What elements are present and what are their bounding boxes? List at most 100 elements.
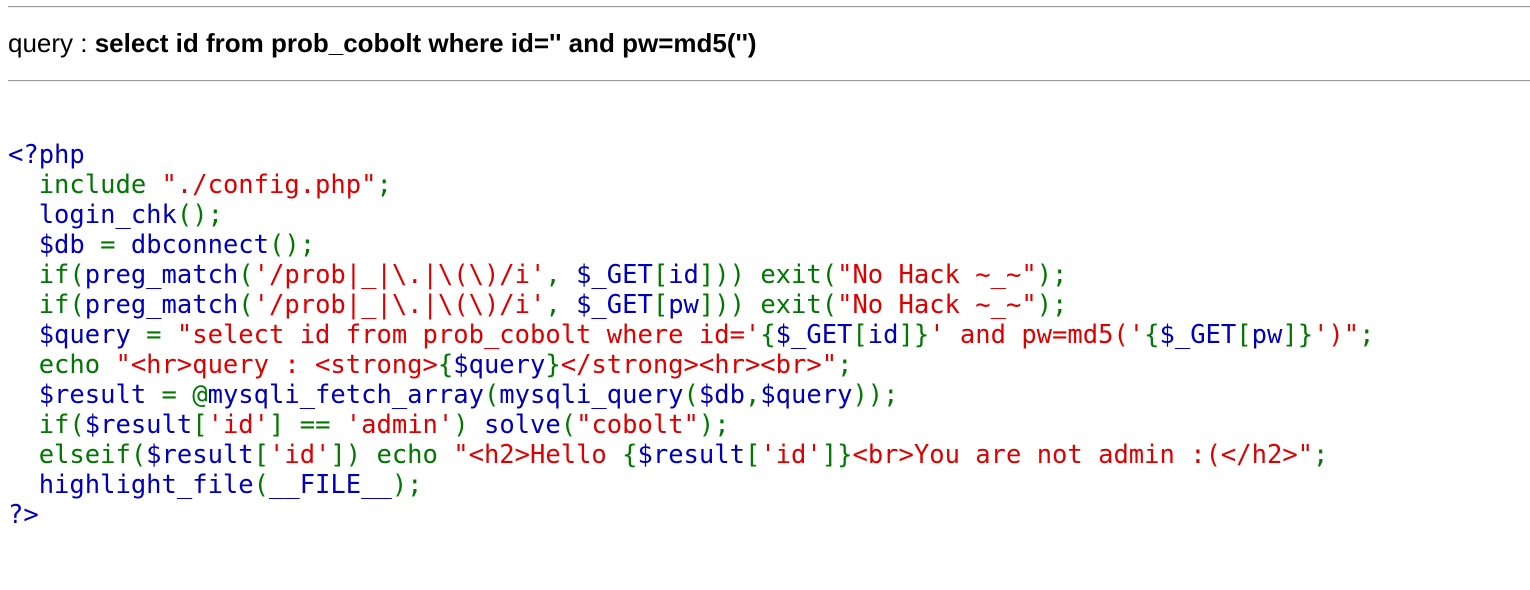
code-token: include bbox=[8, 170, 162, 200]
code-token: { bbox=[1144, 320, 1160, 350]
code-token: ])) exit( bbox=[698, 260, 838, 290]
code-token: <?php bbox=[8, 140, 85, 170]
code-token: id bbox=[867, 320, 899, 350]
code-token: [ bbox=[192, 410, 208, 440]
code-token: ]} bbox=[898, 320, 930, 350]
code-line: if(preg_match('/prob|_|\.|\(\)/i', $_GET… bbox=[8, 260, 1374, 290]
code-token: )); bbox=[852, 380, 899, 410]
code-token: (); bbox=[269, 230, 316, 260]
code-line: ?> bbox=[8, 500, 1374, 530]
code-token: login_chk bbox=[8, 200, 177, 230]
code-token: , bbox=[545, 290, 577, 320]
code-token: 'admin' bbox=[345, 410, 454, 440]
code-token: = bbox=[146, 320, 177, 350]
code-token: } bbox=[545, 350, 561, 380]
code-line: $query = "select id from prob_cobolt whe… bbox=[8, 320, 1375, 350]
code-token: ]) echo bbox=[330, 440, 454, 470]
code-token: solve bbox=[483, 410, 561, 440]
code-token: [ bbox=[1236, 320, 1252, 350]
code-token: ); bbox=[391, 470, 423, 500]
code-token: ( bbox=[253, 470, 269, 500]
code-token: , bbox=[744, 380, 761, 410]
code-line: include "./config.php"; bbox=[8, 170, 1374, 200]
code-token: 'id' bbox=[269, 440, 331, 470]
code-token: { bbox=[437, 350, 454, 380]
code-token: ); bbox=[1036, 290, 1068, 320]
code-token: ]} bbox=[821, 440, 853, 470]
code-token: ])) exit( bbox=[698, 290, 838, 320]
code-token: "cobolt" bbox=[576, 410, 699, 440]
code-token: id bbox=[668, 260, 699, 290]
code-token: highlight_file bbox=[8, 470, 254, 500]
code-token: , bbox=[545, 260, 577, 290]
code-token: "<hr>query : <strong> bbox=[115, 350, 438, 380]
code-token: "select id from prob_cobolt where id=' bbox=[176, 320, 761, 350]
code-token: if( bbox=[8, 410, 85, 440]
code-token: $query bbox=[760, 380, 853, 410]
code-token: $_GET bbox=[775, 320, 853, 350]
code-token: "<h2>Hello bbox=[453, 440, 623, 470]
code-token: ; bbox=[376, 170, 392, 200]
code-token: (); bbox=[176, 200, 223, 230]
code-token: ); bbox=[1036, 260, 1068, 290]
code-token: "No Hack ~_~" bbox=[837, 290, 1037, 320]
code-token: ( bbox=[560, 410, 577, 440]
code-token: mysqli_fetch_array bbox=[207, 380, 484, 410]
code-token: 'id' bbox=[760, 440, 822, 470]
code-token: mysqli_query bbox=[499, 380, 684, 410]
code-token: __FILE__ bbox=[269, 470, 392, 500]
code-token: $_GET bbox=[576, 260, 653, 290]
code-token: { bbox=[622, 440, 638, 470]
code-token: ; bbox=[837, 350, 853, 380]
code-token: $result bbox=[84, 410, 193, 440]
code-line: $result = @mysqli_fetch_array(mysqli_que… bbox=[8, 380, 1374, 410]
code-token: ')" bbox=[1313, 320, 1360, 350]
code-token: echo bbox=[8, 350, 116, 380]
code-token: $_GET bbox=[576, 290, 653, 320]
code-token: $db bbox=[698, 380, 745, 410]
code-token: ]} bbox=[1282, 320, 1314, 350]
code-line: if(preg_match('/prob|_|\.|\(\)/i', $_GET… bbox=[8, 290, 1374, 320]
code-token: dbconnect bbox=[130, 230, 270, 260]
code-token: pw bbox=[1251, 320, 1283, 350]
code-token: = bbox=[100, 230, 131, 260]
code-token: ); bbox=[698, 410, 730, 440]
code-token: preg_match bbox=[84, 260, 239, 290]
code-token: $result bbox=[8, 380, 162, 410]
code-token: $query bbox=[8, 320, 147, 350]
code-token: ( bbox=[483, 380, 500, 410]
code-line: elseif($result['id']) echo "<h2>Hello {$… bbox=[8, 440, 1374, 470]
code-token: [ bbox=[253, 440, 269, 470]
code-token: ( bbox=[683, 380, 699, 410]
code-token: ' and pw=md5(' bbox=[929, 320, 1145, 350]
code-token: { bbox=[760, 320, 776, 350]
code-token: $query bbox=[453, 350, 546, 380]
code-token: elseif( bbox=[8, 440, 147, 470]
code-token: if( bbox=[8, 260, 85, 290]
code-token: if( bbox=[8, 290, 85, 320]
code-token: "No Hack ~_~" bbox=[837, 260, 1037, 290]
horizontal-rule-top bbox=[8, 6, 1530, 8]
horizontal-rule-bottom bbox=[8, 80, 1530, 82]
code-token: ] == bbox=[269, 410, 346, 440]
query-text: select id from prob_cobolt where id='' a… bbox=[94, 28, 757, 58]
code-line: <?php bbox=[8, 140, 1374, 170]
code-token: '/prob|_|\.|\(\)/i' bbox=[253, 260, 546, 290]
code-token: ( bbox=[238, 290, 254, 320]
query-line: query : select id from prob_cobolt where… bbox=[8, 26, 757, 60]
code-line: if($result['id'] == 'admin') solve("cobo… bbox=[8, 410, 1374, 440]
code-token: [ bbox=[852, 320, 868, 350]
code-token: <br>You are not admin :(</h2>" bbox=[852, 440, 1314, 470]
code-token: ( bbox=[238, 260, 254, 290]
code-token: $result bbox=[637, 440, 745, 470]
code-token: ?> bbox=[8, 500, 39, 530]
code-token: "./config.php" bbox=[161, 170, 377, 200]
query-label: query : bbox=[8, 28, 95, 58]
code-token: preg_match bbox=[84, 290, 239, 320]
code-token: $db bbox=[8, 230, 101, 260]
code-line: $db = dbconnect(); bbox=[8, 230, 1374, 260]
code-token: ; bbox=[1359, 320, 1375, 350]
code-line: login_chk(); bbox=[8, 200, 1374, 230]
code-token: ) bbox=[453, 410, 484, 440]
code-token: [ bbox=[652, 290, 669, 320]
